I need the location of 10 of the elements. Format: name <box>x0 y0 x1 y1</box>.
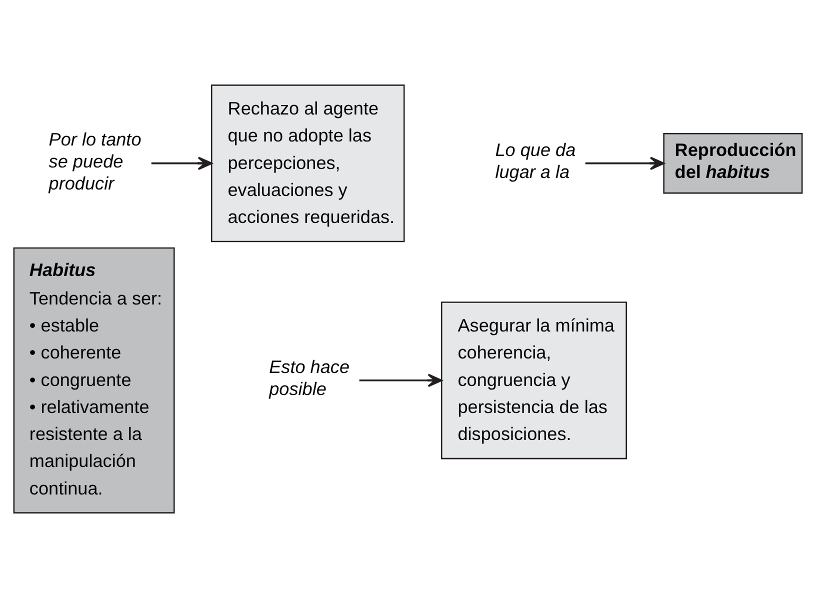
node-box: Rechazo al agente que no adopte las percepciones, evaluaciones y acciones requeridas. <box>210 84 405 242</box>
node-text: Por lo tanto se puede producir <box>48 130 142 194</box>
node-box: Habitus Tendencia a ser: • estable • coherente • congruente • relativamente resistente a la manipulación continua. <box>13 247 175 514</box>
node-text: Esto hace posible <box>269 356 350 399</box>
arrow <box>359 374 442 388</box>
node-box: Asegurar la mínima coherencia, congruencia y persistencia de las disposiciones. <box>440 302 627 460</box>
arrow <box>151 156 212 170</box>
node-box: Reproducción del habitus <box>663 132 803 194</box>
arrow <box>585 156 664 170</box>
node-text: Lo que da lugar a la <box>495 140 576 182</box>
